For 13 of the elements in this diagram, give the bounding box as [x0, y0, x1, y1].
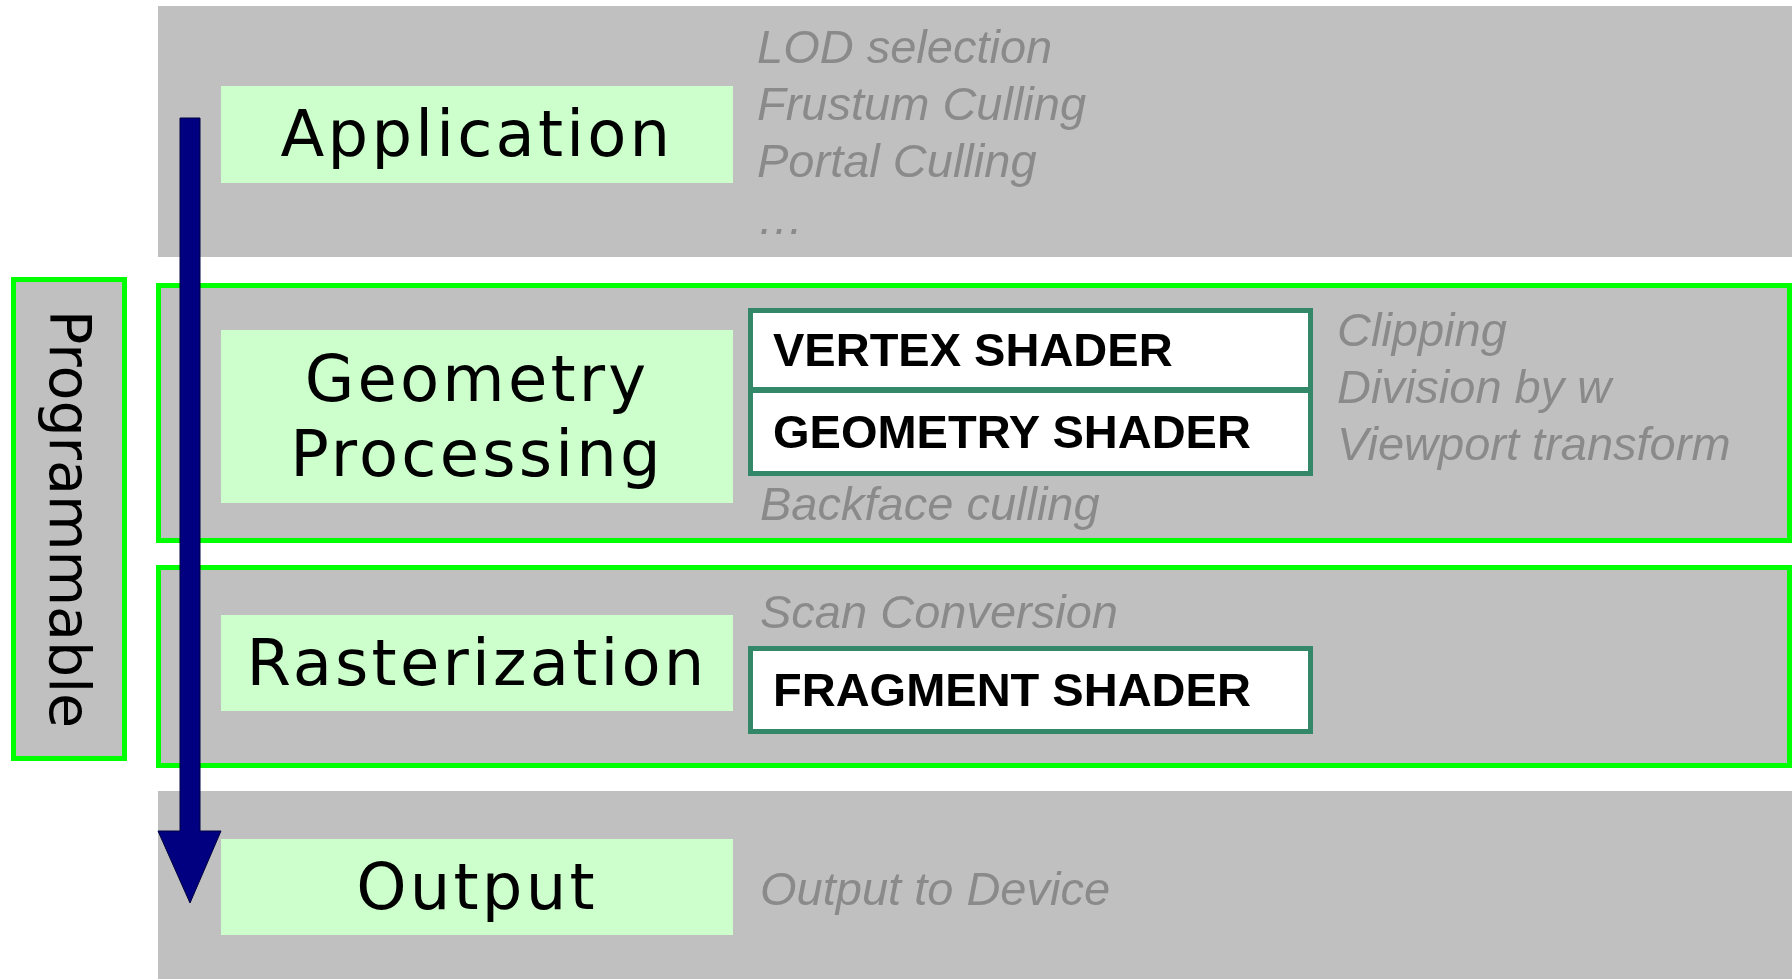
programmable-band [156, 565, 1792, 768]
stage-box: Rasterization [221, 615, 733, 711]
stage-box: Application [221, 86, 733, 183]
block-arrow [157, 117, 222, 904]
stage-band [158, 791, 1792, 979]
stage-box: Output [221, 839, 733, 935]
programmable-label: Programmable [35, 309, 104, 728]
programmable-band [156, 283, 1792, 543]
shader-box: FRAGMENT SHADER [748, 646, 1313, 734]
stage-box: Geometry Processing [221, 330, 733, 503]
step-note: … [757, 190, 804, 246]
stage-band [158, 6, 1792, 257]
programmable-box [11, 277, 127, 761]
